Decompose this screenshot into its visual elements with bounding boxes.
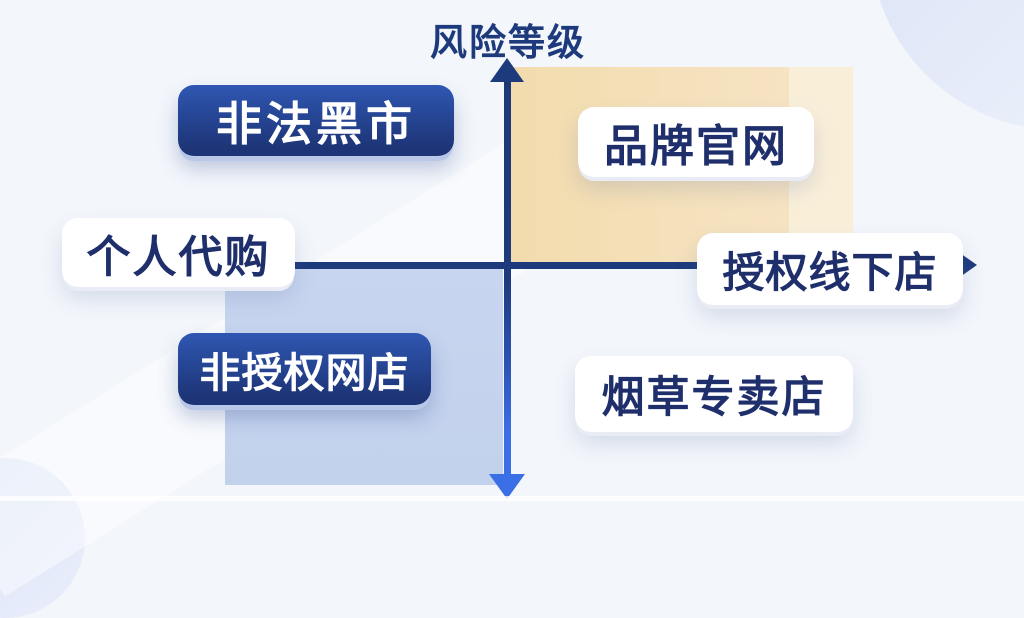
y-axis-arrow-up-icon — [490, 58, 524, 82]
node-authorized-offline-store: 授权线下店 — [697, 233, 963, 305]
node-personal-daigou: 个人代购 — [62, 218, 295, 287]
decor-circle-bottom-left — [0, 458, 85, 618]
y-axis-line — [504, 76, 511, 480]
node-tobacco-specialty-store: 烟草专卖店 — [575, 356, 853, 432]
node-unauthorized-online-store: 非授权网店 — [178, 333, 431, 405]
y-axis-arrow-down-icon — [489, 474, 525, 499]
x-axis-line — [85, 262, 959, 269]
y-axis-label: 风险等级 — [430, 22, 586, 63]
node-brand-official-site: 品牌官网 — [578, 107, 814, 177]
node-illegal-black-market: 非法黑市 — [178, 85, 454, 156]
decor-circle-top-right — [870, 0, 1024, 130]
